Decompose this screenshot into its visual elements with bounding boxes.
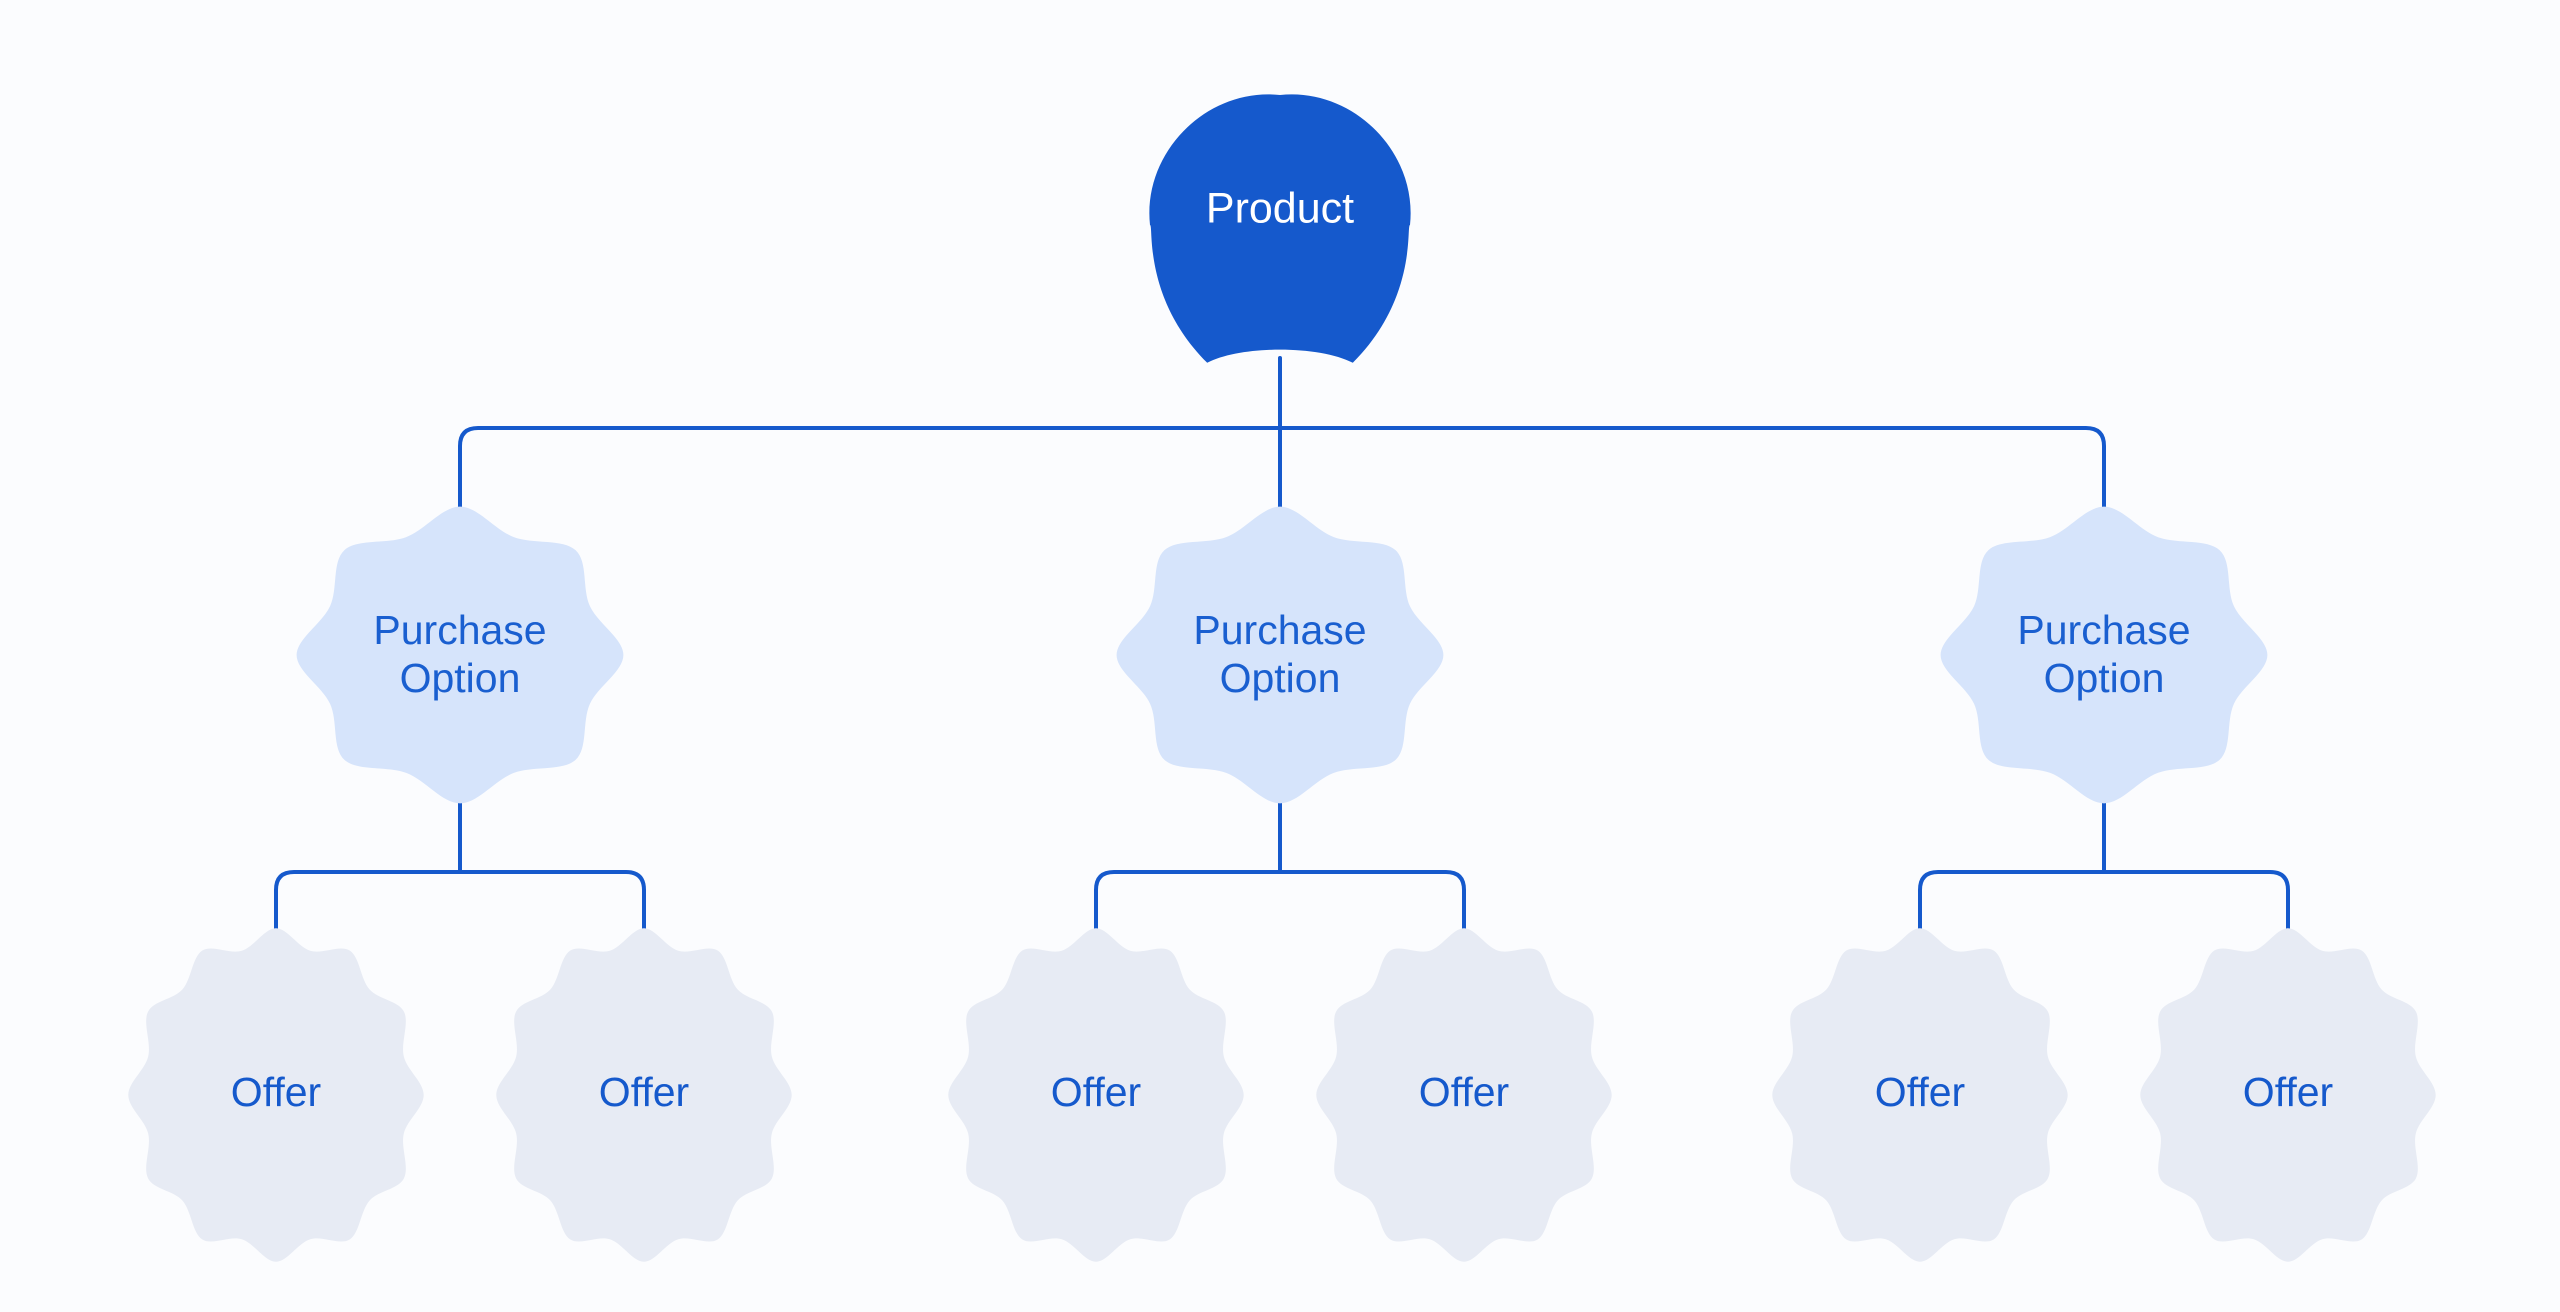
purchase-option-label-line1: Purchase (373, 607, 546, 653)
offer-label: Offer (1419, 1069, 1509, 1115)
edges-group (274, 356, 2290, 952)
offer-label: Offer (1051, 1069, 1141, 1115)
node-product[interactable]: Product (1149, 94, 1411, 363)
node-offer-1-2[interactable]: Offer (496, 928, 792, 1262)
purchase-option-label-line2: Option (2044, 655, 2165, 701)
purchase-option-blob-shape (1940, 506, 2268, 804)
product-label: Product (1206, 184, 1354, 232)
edge-purchase-option-1-to-offers (274, 790, 646, 952)
edge-purchase-option-2-to-offers (1094, 790, 1466, 952)
purchase-option-label-line2: Option (400, 655, 521, 701)
offer-label: Offer (1875, 1069, 1965, 1115)
offer-label: Offer (599, 1069, 689, 1115)
purchase-option-blob-shape (1116, 506, 1444, 804)
edge-product-to-purchase-options (458, 356, 2106, 522)
node-offer-3-1[interactable]: Offer (1772, 928, 2068, 1262)
branch-nodes-group: PurchaseOptionPurchaseOptionPurchaseOpti… (296, 506, 2268, 804)
offer-blob-shape (948, 928, 1244, 1262)
node-offer-2-2[interactable]: Offer (1316, 928, 1612, 1262)
offer-blob-shape (1316, 928, 1612, 1262)
product-blob-shape (1149, 94, 1411, 363)
purchase-option-blob-shape (296, 506, 624, 804)
offer-blob-shape (128, 928, 424, 1262)
offer-label: Offer (231, 1069, 321, 1115)
offer-blob-shape (496, 928, 792, 1262)
offer-label: Offer (2243, 1069, 2333, 1115)
purchase-option-label-line2: Option (1220, 655, 1341, 701)
node-offer-3-2[interactable]: Offer (2140, 928, 2436, 1262)
purchase-option-label-line1: Purchase (2017, 607, 2190, 653)
leaf-nodes-group: Offer Offer Offer Offer Offer Offer (128, 928, 2436, 1262)
node-offer-2-1[interactable]: Offer (948, 928, 1244, 1262)
offer-blob-shape (1772, 928, 2068, 1262)
offer-blob-shape (2140, 928, 2436, 1262)
node-offer-1-1[interactable]: Offer (128, 928, 424, 1262)
edge-purchase-option-3-to-offers (1918, 790, 2290, 952)
purchase-option-label-line1: Purchase (1193, 607, 1366, 653)
